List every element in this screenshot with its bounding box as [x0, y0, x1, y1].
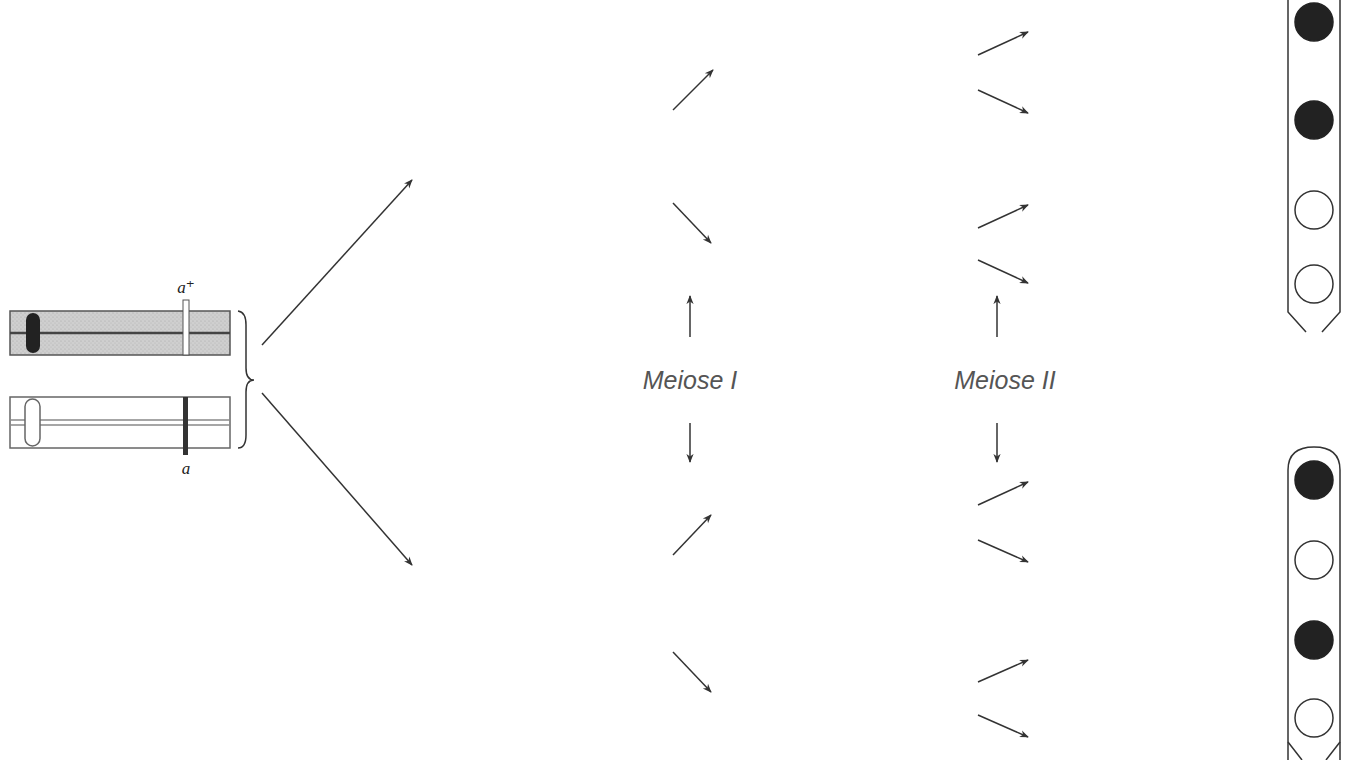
ascus — [1288, 0, 1340, 332]
ascus — [1288, 447, 1340, 760]
gene-label: a — [182, 460, 191, 477]
chromosome — [10, 300, 230, 355]
chromosome — [10, 397, 230, 455]
gene-label: a⁺ — [177, 279, 194, 296]
brace — [238, 311, 254, 448]
stage-label: Meiose II — [951, 367, 1058, 394]
arrow — [262, 32, 1028, 737]
stage-label: Meiose I — [640, 367, 740, 394]
